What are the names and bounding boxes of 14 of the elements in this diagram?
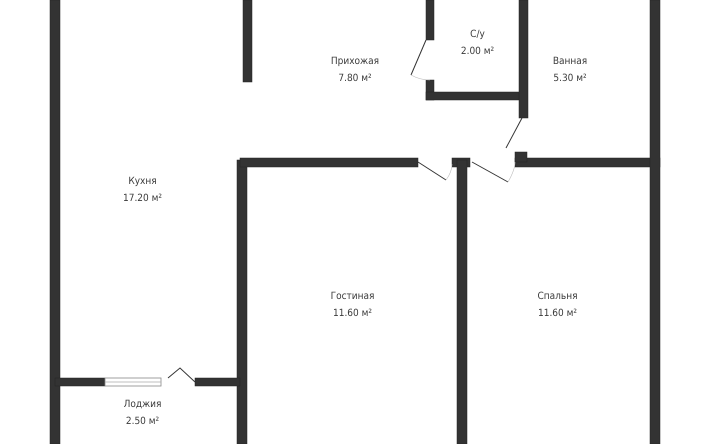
room-name: С/у: [470, 28, 485, 42]
room-area: 7.80 м²: [338, 70, 372, 87]
room-area: 2.00 м²: [460, 43, 494, 60]
room-name: Лоджия: [124, 398, 162, 412]
room-area: 11.60 м²: [538, 305, 577, 322]
room-area: 2.50 м²: [126, 413, 160, 430]
room-name: Ванная: [552, 55, 588, 69]
room-name: Гостиная: [330, 290, 374, 304]
room-area: 5.30 м²: [553, 70, 587, 87]
room-area: 11.60 м²: [333, 305, 372, 322]
room-area: 17.20 м²: [123, 190, 162, 207]
room-name: Кухня: [128, 175, 157, 189]
room-name: Прихожая: [330, 55, 380, 69]
room-name: Спальня: [537, 290, 578, 304]
